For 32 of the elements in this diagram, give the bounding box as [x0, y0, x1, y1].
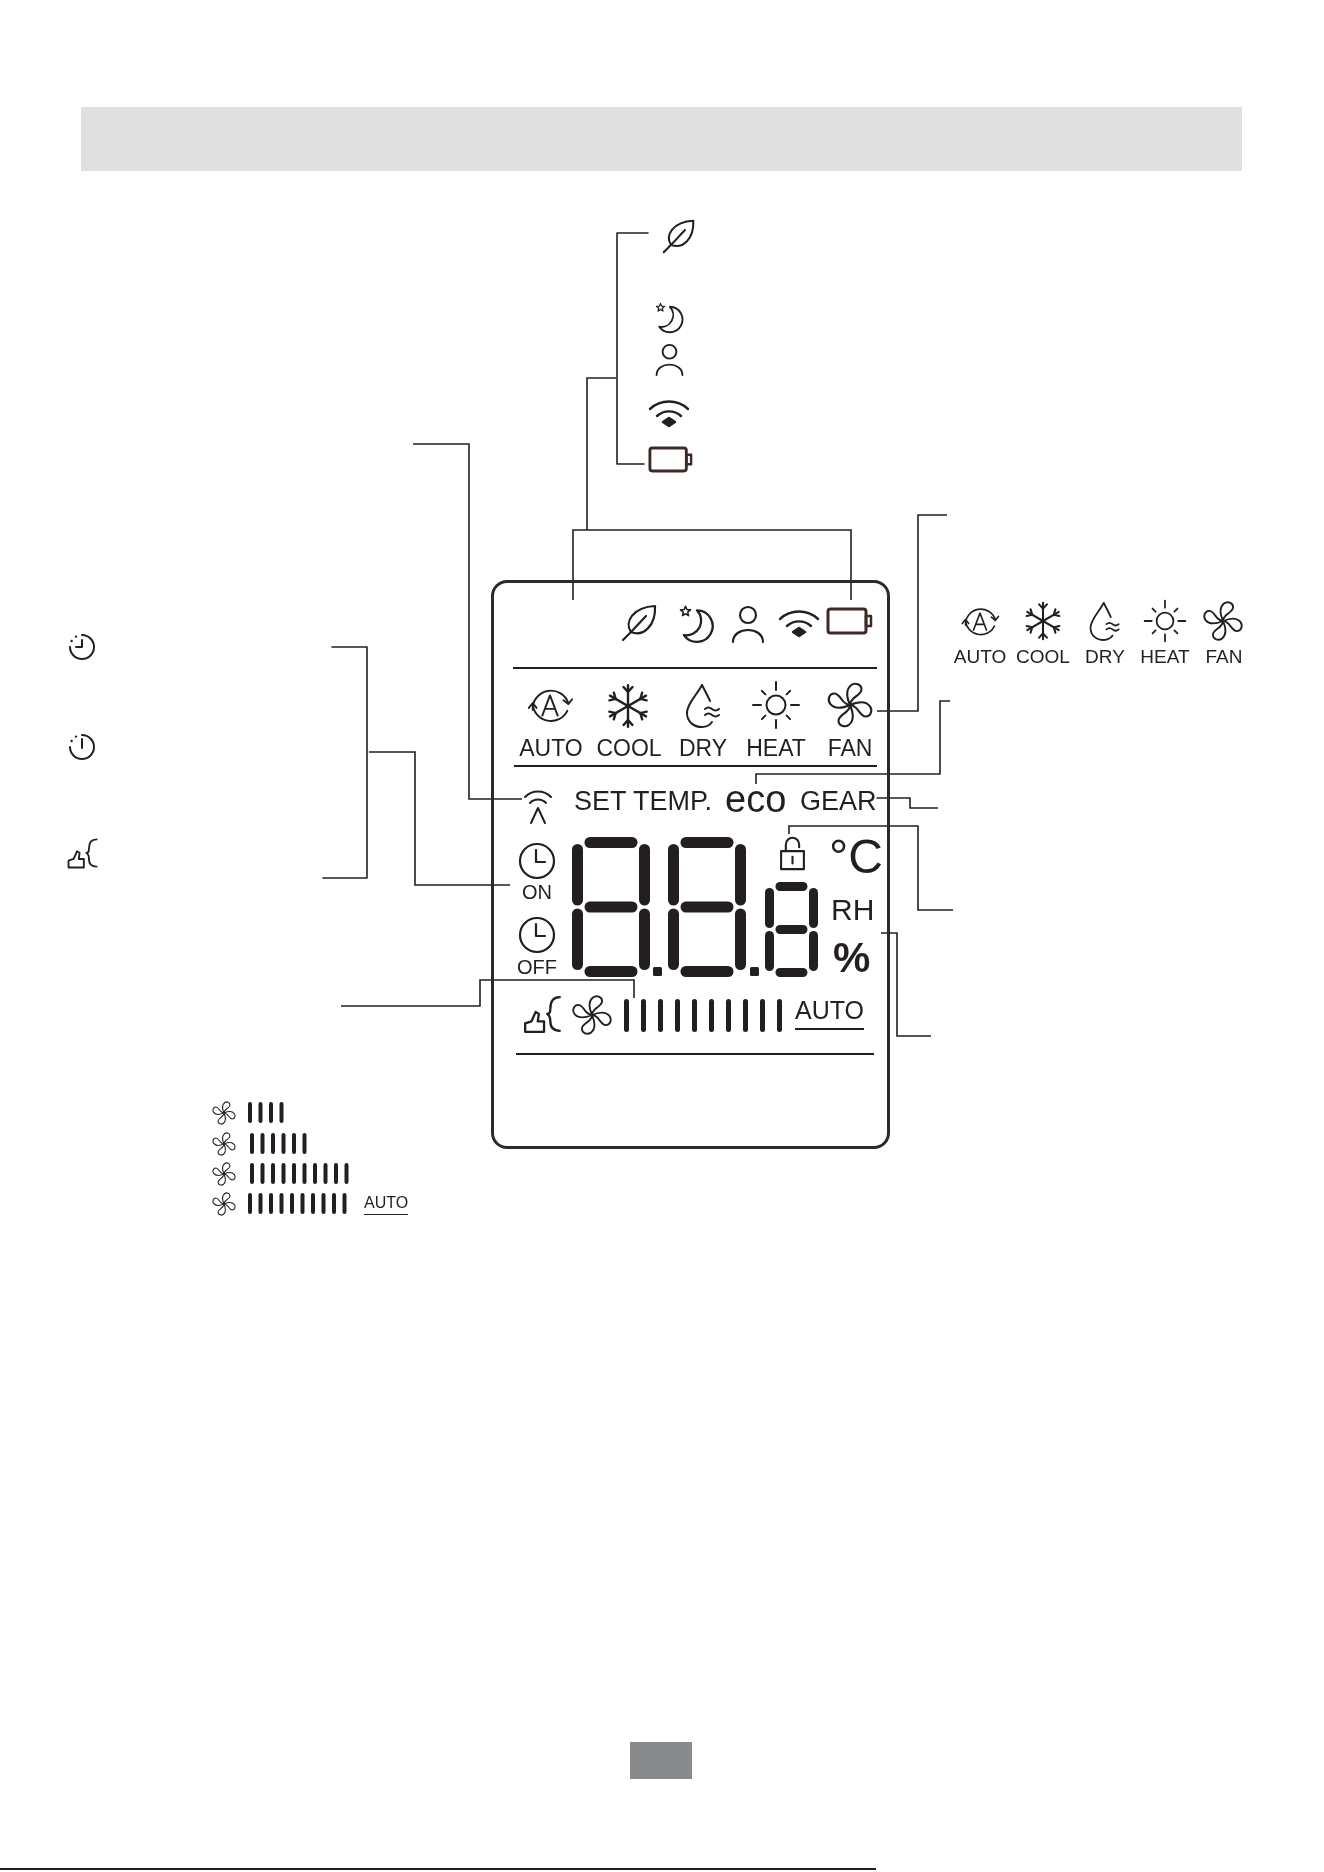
mode-label: FAN: [827, 737, 873, 760]
mode-label: FAN: [1205, 647, 1243, 666]
auto-label: AUTO: [364, 1195, 409, 1215]
leader-line: [340, 979, 635, 1007]
mode-label: AUTO: [519, 737, 583, 760]
mode-label: HEAT: [746, 737, 806, 760]
timer-label: OFF: [517, 957, 557, 977]
leader-line: [880, 932, 932, 1037]
leader-line: [755, 700, 951, 785]
humidity-label: RH: [831, 895, 875, 925]
mode-label: AUTO: [953, 647, 1007, 666]
unit-label: °C: [829, 833, 883, 881]
percent-label: %: [833, 937, 871, 979]
mode-label: HEAT: [1140, 647, 1190, 666]
auto-label: AUTO: [795, 998, 864, 1030]
mode-label: DRY: [1085, 647, 1125, 666]
lock-icon: [779, 834, 806, 872]
speed-level-icon: [622, 998, 784, 1033]
leader-line: [412, 443, 523, 800]
leader-line: [572, 377, 852, 601]
mode-label: COOL: [596, 737, 662, 760]
leader-line: [876, 514, 948, 712]
leader-line: [788, 825, 954, 911]
set-temp-label: SET TEMP.: [574, 788, 713, 815]
leader-line: [875, 797, 939, 809]
timer-label: ON: [522, 882, 552, 902]
mode-label: DRY: [678, 737, 728, 760]
eco-label: eco: [725, 784, 787, 815]
mode-label: COOL: [1016, 647, 1070, 666]
lcd-screen: [491, 580, 890, 1149]
gear-label: GEAR: [800, 788, 877, 815]
leader-line: [368, 751, 511, 886]
